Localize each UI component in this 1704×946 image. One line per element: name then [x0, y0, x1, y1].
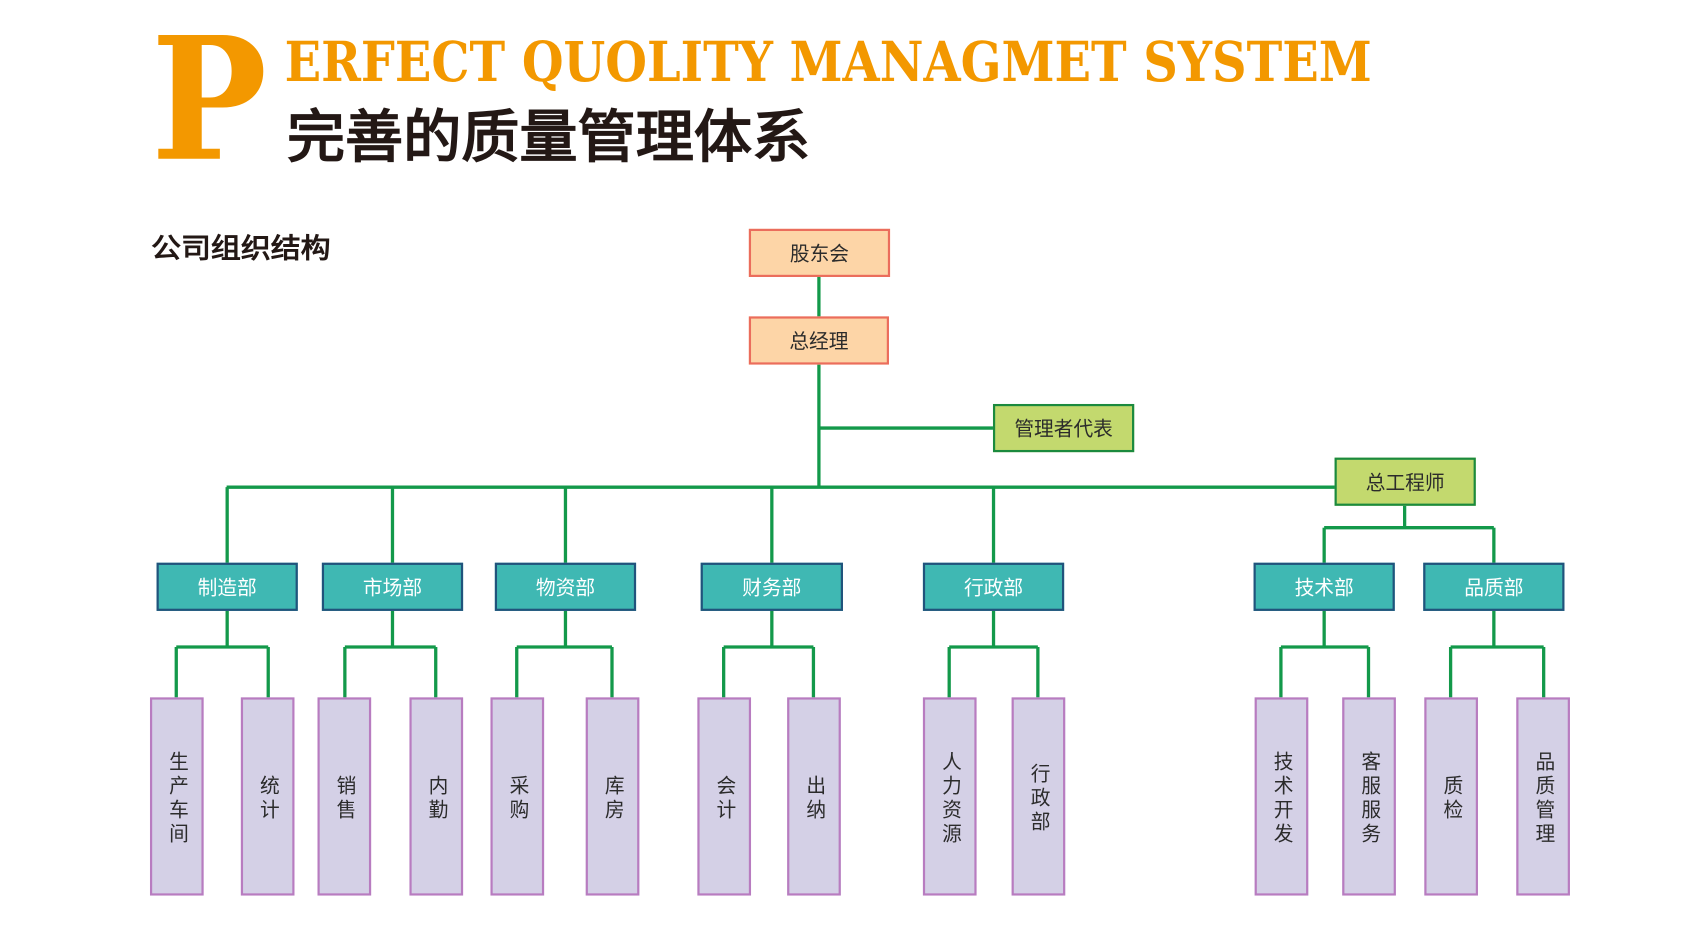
dept-label: 品质部	[1464, 576, 1524, 600]
node-label: 总经理	[789, 330, 849, 354]
unit-warehouse: 库房	[585, 697, 640, 896]
unit-label: 库房	[601, 774, 625, 823]
unit-label: 客服服务	[1358, 750, 1382, 847]
unit-label: 生产车间	[165, 750, 189, 847]
unit-label: 质检	[1440, 774, 1464, 823]
unit-label: 会计	[713, 774, 737, 823]
dept-technology: 技术部	[1253, 562, 1395, 611]
title-initial-letter: P	[151, 1, 267, 200]
dept-administration: 行政部	[922, 562, 1065, 611]
connector-lines	[174, 276, 1546, 698]
unit-label: 技术开发	[1270, 750, 1294, 847]
dept-label: 物资部	[535, 576, 596, 600]
dept-label: 制造部	[197, 576, 257, 600]
unit-administration: 行政部	[1011, 697, 1066, 896]
dept-marketing: 市场部	[321, 562, 464, 611]
dept-manufacturing: 制造部	[156, 562, 298, 611]
unit-label: 行政部	[1027, 762, 1051, 835]
node-chief-engineer: 总工程师	[1334, 457, 1476, 506]
connector	[515, 610, 614, 698]
unit-tech-development: 技术开发	[1254, 697, 1309, 896]
unit-customer-service: 客服服务	[1342, 697, 1396, 896]
dept-label: 市场部	[362, 576, 423, 600]
title-chinese: 完善的质量管理体系	[287, 105, 810, 171]
unit-label: 销售	[333, 774, 357, 823]
connector	[947, 610, 1040, 698]
unit-label: 品质管理	[1532, 750, 1556, 847]
connector	[1279, 610, 1371, 698]
connector	[174, 610, 270, 698]
connector	[722, 610, 816, 698]
unit-internal-affairs: 内勤	[409, 697, 464, 896]
node-label: 管理者代表	[1014, 418, 1113, 442]
unit-procurement: 采购	[490, 697, 545, 896]
dept-quality: 品质部	[1423, 562, 1565, 611]
unit-human-resources: 人力资源	[922, 697, 977, 896]
unit-sales: 销售	[317, 697, 372, 896]
unit-label: 统计	[256, 774, 280, 823]
node-shareholders: 股东会	[748, 228, 891, 277]
unit-label: 采购	[506, 774, 530, 823]
unit-quality-management: 品质管理	[1516, 697, 1570, 896]
unit-label: 内勤	[425, 774, 449, 823]
connector	[343, 610, 438, 698]
unit-quality-inspection: 质检	[1424, 697, 1478, 896]
section-title: 公司组织结构	[151, 232, 331, 264]
unit-label: 出纳	[803, 774, 827, 823]
unit-cashier: 出纳	[787, 697, 841, 896]
node-label: 总工程师	[1365, 471, 1445, 495]
unit-production-workshop: 生产车间	[149, 697, 204, 896]
connector	[1448, 610, 1546, 698]
node-label: 股东会	[789, 243, 850, 267]
node-management-representative: 管理者代表	[992, 403, 1135, 453]
unit-accounting: 会计	[697, 697, 752, 896]
dept-label: 技术部	[1294, 576, 1354, 600]
unit-statistics: 统计	[240, 697, 295, 896]
title-english: ERFECT QUOLITY MANAGMET SYSTEM	[285, 30, 1372, 94]
dept-label: 行政部	[963, 576, 1024, 600]
dept-label: 财务部	[742, 576, 802, 600]
dept-finance: 财务部	[700, 562, 843, 611]
node-general-manager: 总经理	[748, 316, 889, 365]
dept-materials: 物资部	[494, 562, 637, 611]
unit-label: 人力资源	[938, 750, 962, 847]
